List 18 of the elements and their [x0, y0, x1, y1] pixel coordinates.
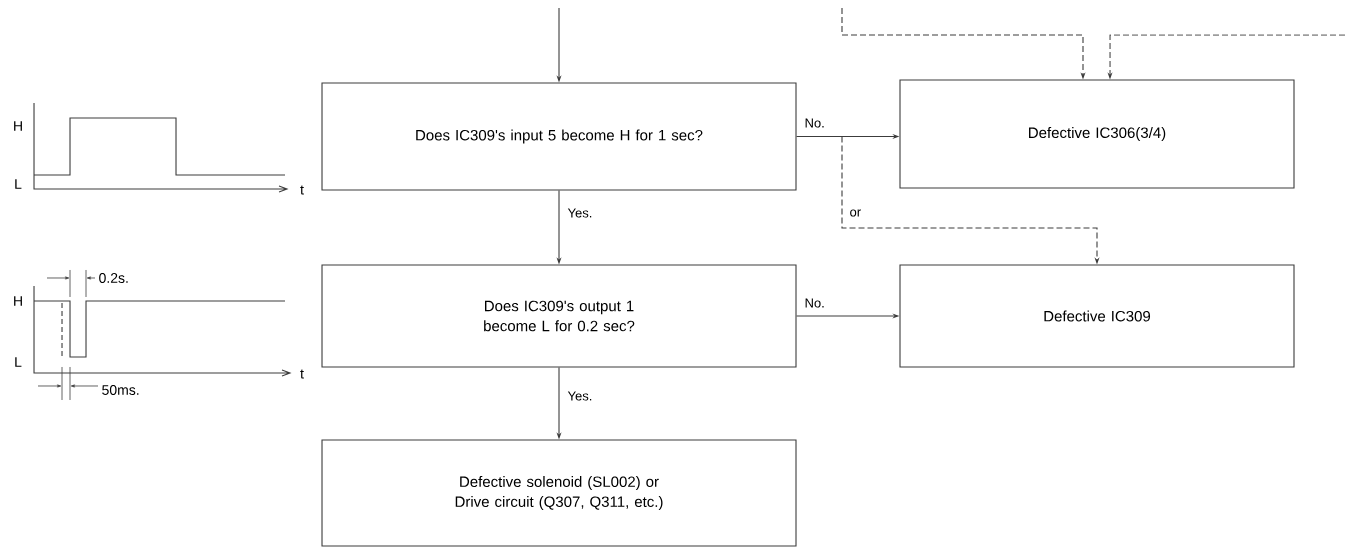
dimension-label: 50ms. [102, 385, 139, 395]
process-box: Defective IC309 [899, 264, 1295, 368]
edge-label: No. [803, 297, 826, 309]
edge-label: Yes. [566, 207, 594, 219]
axis-label: L [15, 179, 22, 189]
edge-label: No. [803, 117, 826, 129]
axis-label: H [14, 121, 22, 131]
axis-label: L [15, 357, 22, 367]
process-box: Defective IC306(3/4) [899, 79, 1295, 189]
axis-label: t [300, 185, 304, 195]
axis-label: t [300, 369, 304, 379]
edge-label: Yes. [566, 390, 594, 402]
process-box: Defective solenoid (SL002) or Drive circuit (Q307, Q311, etc.) [321, 439, 797, 547]
dimension-label: 0.2s. [99, 273, 128, 283]
axis-label: H [14, 296, 22, 306]
process-box: Does IC309's input 5 become H for 1 sec? [321, 82, 797, 191]
process-box: Does IC309's output 1 become L for 0.2 sec? [321, 264, 797, 368]
edge-label: or [848, 208, 863, 218]
